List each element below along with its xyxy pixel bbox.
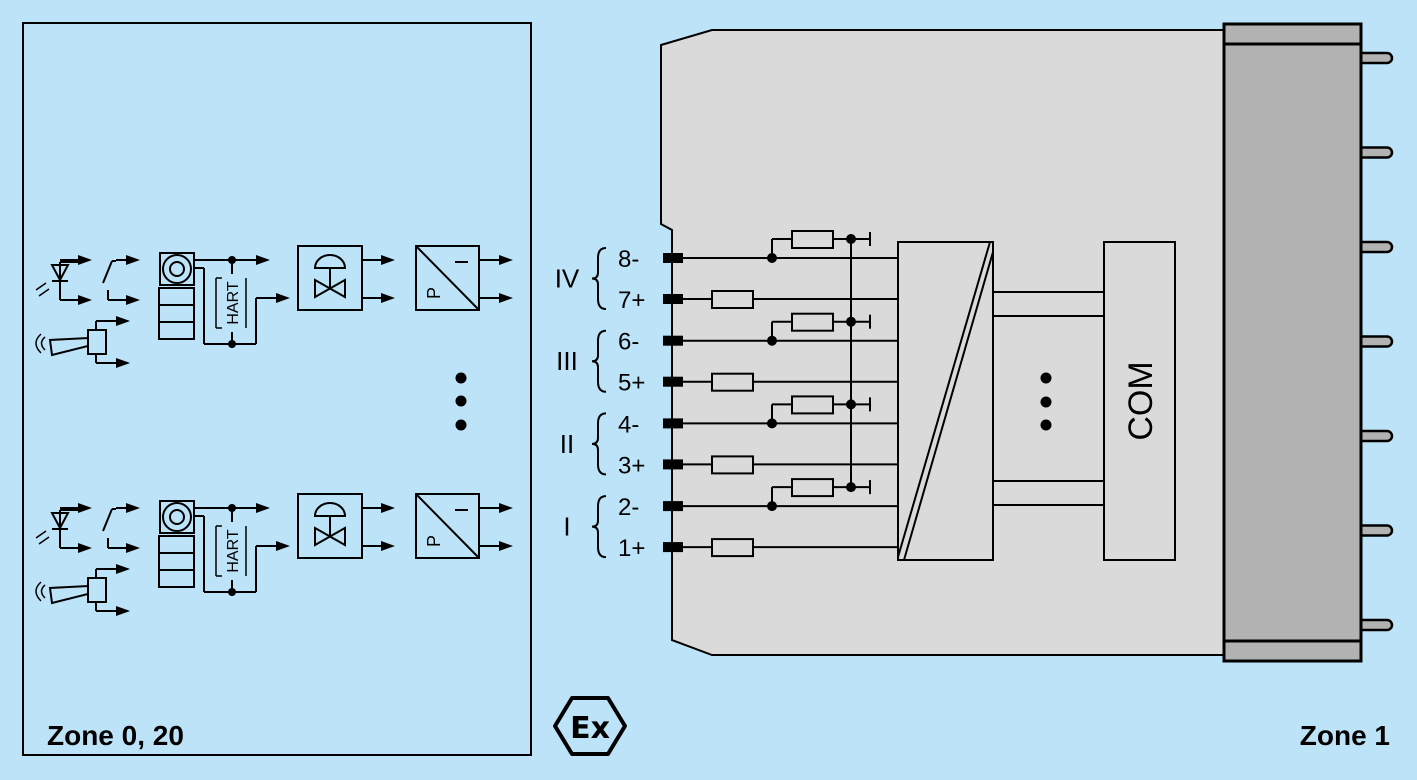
channel-number: II: [560, 429, 574, 459]
com-label: COM: [1122, 361, 1160, 440]
channel-brace: [591, 412, 607, 476]
p-label: P: [424, 287, 444, 299]
terminal-label: 6-: [618, 329, 639, 356]
terminal-block: [663, 253, 683, 263]
channel-number: III: [556, 346, 578, 376]
channel-brace: [591, 495, 607, 559]
hart-transmitter-icon: HART: [158, 500, 290, 596]
terminal-block: [663, 418, 683, 429]
terminal-block: [663, 459, 683, 470]
channel-III: III 6- 5+: [556, 312, 898, 397]
field-device-group-top: HART P: [35, 245, 513, 368]
switch-contact-icon: [102, 255, 140, 305]
photodiode-icon: [35, 503, 92, 553]
ex-explosion-protection-icon: Ex: [553, 696, 627, 756]
channel-number: IV: [555, 264, 580, 294]
switch-contact-icon: [102, 503, 140, 553]
more-channels-dots: [1040, 372, 1052, 431]
pi-converter-icon: P: [415, 245, 513, 311]
safe-zone-label: Zone 1: [1300, 720, 1390, 751]
hart-label: HART: [225, 529, 242, 572]
resistor: [711, 538, 754, 558]
terminal-label: 1+: [618, 535, 645, 562]
resistor: [711, 455, 754, 475]
channel-brace: [591, 329, 607, 393]
p-label: P: [424, 535, 444, 547]
terminal-label: 5+: [618, 370, 645, 397]
field-device-group-bottom: HART P: [35, 493, 513, 616]
channel-wiring: IV 8- 7+ III 6- 5+ II 4- 3+ I 2- 1+: [555, 230, 898, 562]
resistor: [791, 478, 834, 498]
terminal-block: [663, 335, 683, 346]
hazardous-zone-label: Zone 0, 20: [47, 720, 184, 751]
control-valve-icon: [297, 245, 395, 311]
terminal-block: [663, 376, 683, 387]
terminal-label: 7+: [618, 287, 645, 314]
level-sensor-icon: [35, 316, 130, 368]
hart-label: HART: [225, 281, 242, 324]
resistor: [791, 395, 834, 415]
isolation-converter-block: [897, 241, 994, 561]
internal-bus-lines: [993, 291, 1104, 506]
svg-text:Ex: Ex: [570, 711, 610, 746]
pi-converter-icon: P: [415, 493, 513, 559]
hart-transmitter-icon: HART: [158, 252, 290, 348]
control-valve-icon: [297, 493, 395, 559]
backplane-connector: [1222, 22, 1394, 663]
resistor: [791, 312, 834, 332]
terminal-label: 4-: [618, 411, 639, 438]
photodiode-icon: [35, 255, 92, 305]
terminal-label: 8-: [618, 246, 639, 273]
terminal-block: [663, 501, 683, 512]
channel-IV: IV 8- 7+: [555, 230, 898, 314]
channel-number: I: [563, 512, 570, 542]
channel-I: I 2- 1+: [563, 478, 898, 562]
channel-II: II 4- 3+: [560, 395, 898, 479]
hazardous-zone-box: [22, 22, 532, 756]
com-block: COM: [1103, 241, 1176, 561]
resistor: [791, 230, 834, 249]
level-sensor-icon: [35, 564, 130, 616]
resistor: [711, 290, 754, 309]
more-devices-dots: [455, 372, 467, 431]
terminal-block: [663, 294, 683, 304]
resistor: [711, 372, 754, 392]
terminal-label: 3+: [618, 452, 645, 479]
terminal-label: 2-: [618, 494, 639, 521]
terminal-block: [663, 542, 683, 553]
channel-brace: [591, 247, 607, 310]
